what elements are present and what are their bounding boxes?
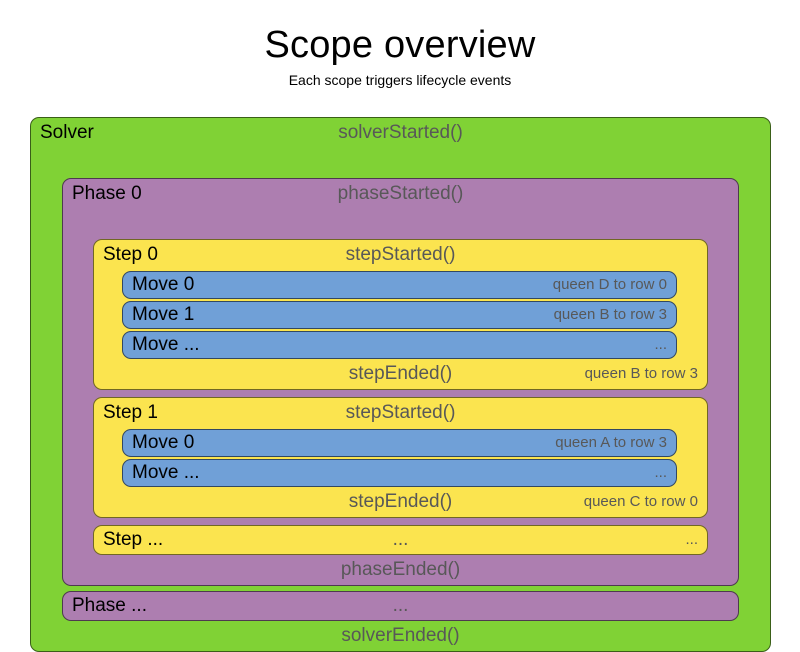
step-ellipsis-label: Step ...	[103, 529, 164, 550]
step-1-moves: Move 0 queen A to row 3 Move ... ...	[94, 428, 707, 487]
step-1-started-event: stepStarted()	[345, 402, 456, 423]
page-heading: Scope overview Each scope triggers lifec…	[0, 0, 800, 90]
solver-started-row: Solver solverStarted()	[31, 118, 770, 148]
step-1-label: Step 1	[103, 402, 158, 423]
scope-step-ellipsis[interactable]: Step ... ... ...	[93, 525, 708, 555]
move-label: Move ...	[132, 334, 200, 355]
step-1-ended-row: stepEnded() queen C to row 0	[94, 487, 707, 517]
solver-started-event: solverStarted()	[338, 122, 463, 143]
step-1-ended-event: stepEnded()	[348, 491, 453, 512]
move-label: Move 0	[132, 432, 195, 453]
move-label: Move 1	[132, 304, 195, 325]
phase-ellipsis-label: Phase ...	[72, 595, 147, 616]
step-0-started-event: stepStarted()	[345, 244, 456, 265]
phase-0-ended-event: phaseEnded()	[340, 559, 461, 580]
step-0-ended-row: stepEnded() queen B to row 3	[94, 359, 707, 389]
move-row[interactable]: Move 1 queen B to row 3	[122, 301, 677, 329]
step-1-started-row: Step 1 stepStarted()	[94, 398, 707, 428]
move-detail: ...	[654, 336, 667, 353]
step-0-started-row: Step 0 stepStarted()	[94, 240, 707, 270]
move-label: Move 0	[132, 274, 195, 295]
phase-0-started-event: phaseStarted()	[337, 183, 464, 204]
step-0-ended-event: stepEnded()	[348, 363, 453, 384]
page-subtitle: Each scope triggers lifecycle events	[288, 72, 512, 88]
move-detail: queen B to row 3	[553, 306, 667, 323]
step-ellipsis-detail: ...	[685, 531, 698, 548]
phase-0-started-row: Phase 0 phaseStarted()	[63, 179, 738, 209]
solver-ended-event: solverEnded()	[341, 625, 460, 646]
phase-ellipsis-started-event: ...	[392, 595, 409, 616]
solver-ended-row: solverEnded()	[31, 621, 770, 651]
scope-step-0[interactable]: Step 0 stepStarted() Move 0 queen D to r…	[93, 239, 708, 390]
move-detail: ...	[654, 464, 667, 481]
scope-step-1[interactable]: Step 1 stepStarted() Move 0 queen A to r…	[93, 397, 708, 518]
step-0-ended-detail: queen B to row 3	[584, 365, 698, 382]
move-row[interactable]: Move 0 queen D to row 0	[122, 271, 677, 299]
scope-phase-0[interactable]: Phase 0 phaseStarted() Step 0 stepStarte…	[62, 178, 739, 586]
phase-0-label: Phase 0	[72, 183, 142, 204]
move-label: Move ...	[132, 462, 200, 483]
step-ellipsis-started-event: ...	[392, 529, 409, 550]
solver-label: Solver	[40, 122, 94, 143]
move-detail: queen A to row 3	[555, 434, 667, 451]
phase-0-ended-row: phaseEnded()	[63, 555, 738, 585]
page-title: Scope overview	[264, 24, 536, 66]
scope-phase-ellipsis[interactable]: Phase ... ...	[62, 591, 739, 621]
move-row[interactable]: Move 0 queen A to row 3	[122, 429, 677, 457]
step-1-ended-detail: queen C to row 0	[583, 493, 698, 510]
move-detail: queen D to row 0	[552, 276, 667, 293]
step-0-moves: Move 0 queen D to row 0 Move 1 queen B t…	[94, 270, 707, 359]
scope-solver[interactable]: Solver solverStarted() Phase 0 phaseStar…	[30, 117, 771, 652]
move-row[interactable]: Move ... ...	[122, 331, 677, 359]
step-0-label: Step 0	[103, 244, 158, 265]
move-row[interactable]: Move ... ...	[122, 459, 677, 487]
